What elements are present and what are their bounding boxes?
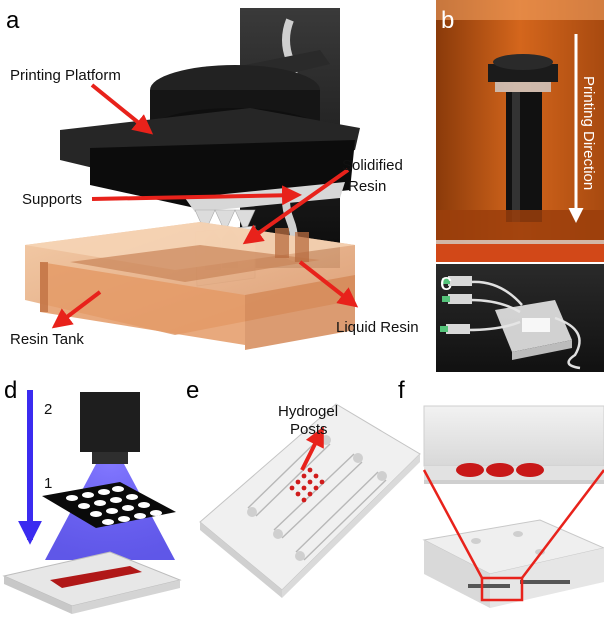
resin-tank-front	[40, 262, 245, 345]
label-printing-direction: Printing Direction	[580, 76, 597, 190]
tank-post-2	[295, 232, 309, 262]
label-liquid-resin: Liquid Resin	[336, 319, 419, 336]
panel-d-illustration	[2, 392, 182, 614]
device-block-side	[490, 548, 604, 608]
panel-b-photo: Printing Direction	[436, 0, 604, 262]
liquid-resin-surface	[70, 245, 320, 282]
panel-label-b: b	[441, 7, 454, 34]
panel-label-a: a	[6, 7, 20, 34]
label-printing-platform: Printing Platform	[10, 67, 121, 84]
hydrogel-device-edge-2	[282, 454, 420, 598]
arrow-supports	[91, 185, 302, 206]
arrow-liquid-resin	[298, 260, 359, 308]
panel-label-f: f	[398, 377, 405, 404]
panel-e-illustration	[199, 403, 421, 598]
device-chip-edge-2	[72, 580, 180, 614]
zoom-region-box	[480, 576, 524, 602]
arrow-solidified-resin	[242, 168, 350, 245]
supports	[194, 209, 256, 233]
channels	[247, 435, 387, 561]
hydrogel-device-edge	[200, 522, 282, 598]
arrow-resin-tank	[51, 290, 102, 329]
label-step-2: 2	[44, 401, 52, 418]
arrow-hydrogel-posts	[300, 426, 324, 471]
resin-tank-side	[245, 275, 355, 350]
panel-a-arrows	[51, 83, 359, 329]
zoom-line-right	[521, 469, 604, 579]
exposed-resin-strip	[50, 566, 142, 588]
label-step-1: 1	[44, 475, 52, 492]
device-block-front	[424, 540, 490, 608]
tank-post-1	[275, 228, 289, 258]
panel-a-illustration	[25, 8, 360, 350]
device-chip-edge	[4, 576, 72, 614]
label-hydrogel-1: Hydrogel	[278, 403, 338, 420]
zoom-inset-gap	[424, 466, 604, 480]
zoom-inset-posts	[456, 463, 544, 477]
label-supports: Supports	[22, 191, 82, 208]
panel-c-photo	[436, 264, 604, 372]
device-channel-slit	[468, 584, 510, 588]
label-hydrogel-2: Posts	[290, 421, 328, 438]
label-solidified-2: Resin	[348, 178, 386, 195]
panel-label-e: e	[186, 377, 199, 404]
zoom-line-left	[422, 469, 484, 579]
projector-lens	[92, 452, 128, 464]
projector-body	[80, 392, 140, 452]
hydrogel-posts	[289, 467, 325, 503]
zoom-inset-top	[423, 405, 604, 467]
photomask-holes	[66, 486, 162, 525]
channel-ports	[247, 435, 387, 561]
tank-edge	[40, 262, 48, 312]
panel-label-c: c	[440, 269, 452, 296]
panel-f-illustration	[422, 405, 604, 608]
label-resin-tank: Resin Tank	[10, 331, 84, 348]
label-solidified-1: Solidified	[342, 157, 403, 174]
arrow-printing-platform	[90, 83, 154, 135]
panel-label-d: d	[4, 377, 17, 404]
device-ports	[471, 531, 545, 555]
